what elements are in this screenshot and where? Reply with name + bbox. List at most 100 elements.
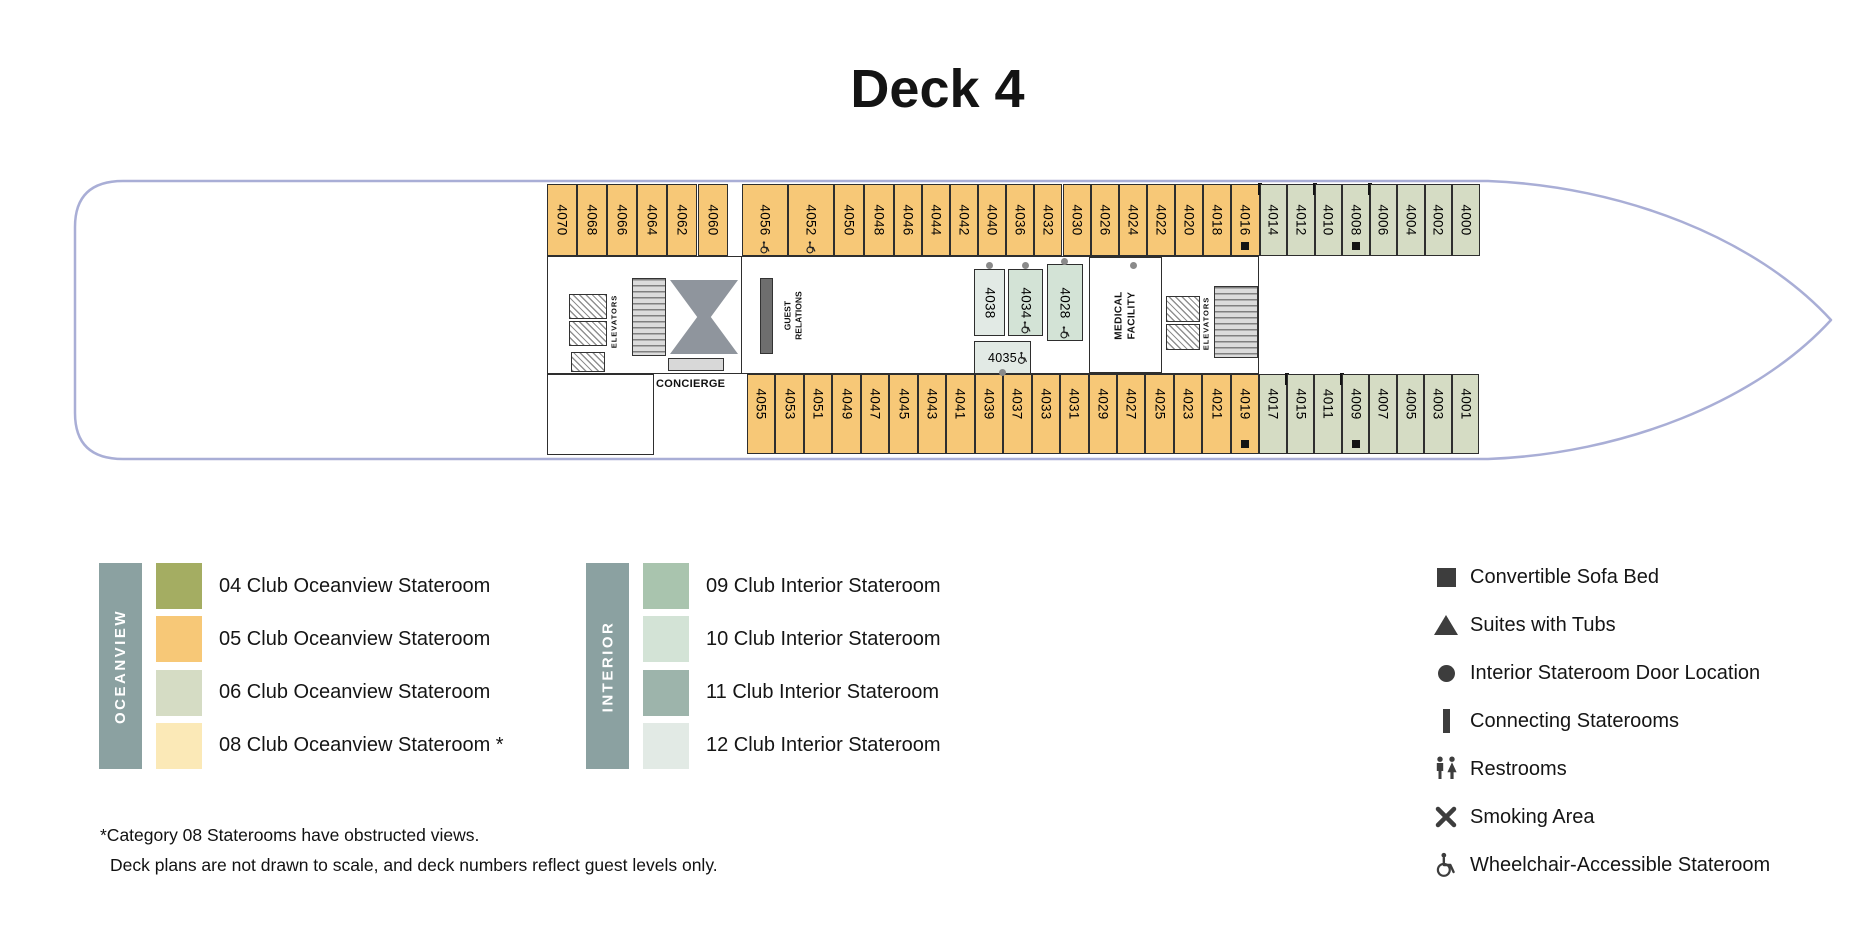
elevator-shaft-icon <box>569 321 607 346</box>
stateroom-number: 4024 <box>1125 204 1141 236</box>
door-location-dot-icon <box>1061 258 1068 265</box>
stateroom-4052: 4052 <box>787 184 834 256</box>
elevators-label-text: ELEVATORS <box>1201 296 1211 350</box>
stateroom-number: 4031 <box>1066 388 1082 420</box>
stateroom-4016: 4016 <box>1231 183 1262 256</box>
legend-symbol-label: Connecting Staterooms <box>1470 709 1680 732</box>
stateroom-4036: 4036 <box>1006 184 1035 256</box>
legend-symbol-row: Convertible Sofa Bed <box>1430 560 1770 594</box>
interior-bar-label: INTERIOR <box>599 620 617 712</box>
stateroom-number: 4025 <box>1152 388 1168 420</box>
interior-category-bar: INTERIOR <box>586 563 629 769</box>
legend-symbol-row: Connecting Staterooms <box>1430 704 1770 738</box>
legend-item-label: 10 Club Interior Stateroom <box>706 627 941 650</box>
stateroom-number: 4006 <box>1375 204 1391 236</box>
elevator-shaft-icon <box>569 294 607 319</box>
stateroom-number: 4039 <box>981 388 997 420</box>
stateroom-number: 4052 <box>803 204 819 236</box>
stateroom-4027: 4027 <box>1116 374 1146 454</box>
stateroom-4020: 4020 <box>1175 184 1204 256</box>
category-swatch <box>643 563 689 609</box>
stateroom-4031: 4031 <box>1060 374 1089 454</box>
stateroom-number: 4012 <box>1293 204 1309 236</box>
category-swatch <box>156 563 202 609</box>
guest-relations-label-text: GUEST RELATIONS <box>782 291 803 341</box>
connecting-stateroom-icon <box>1257 183 1262 195</box>
stateroom-number: 4043 <box>924 388 940 420</box>
door-location-dot-icon <box>999 369 1006 376</box>
page-title: Deck 4 <box>850 59 1025 119</box>
wheelchair-icon <box>1019 321 1032 334</box>
stateroom-number: 4040 <box>984 204 1000 236</box>
stateroom-4042: 4042 <box>949 184 979 256</box>
elevators-label-text: ELEVATORS <box>609 294 619 348</box>
stateroom-4021: 4021 <box>1202 374 1231 454</box>
legend-item: 10 Club Interior Stateroom <box>643 616 941 663</box>
legend-item-label: 05 Club Oceanview Stateroom <box>219 627 491 650</box>
stateroom-4000: 4000 <box>1452 184 1480 256</box>
legend-item: 08 Club Oceanview Stateroom * <box>156 722 504 769</box>
stateroom-4047: 4047 <box>860 374 890 454</box>
legend-item-label: 12 Club Interior Stateroom <box>706 734 941 757</box>
stateroom-number: 4015 <box>1293 388 1309 420</box>
stateroom-number: 4068 <box>584 204 600 236</box>
stateroom-number: 4066 <box>614 204 630 236</box>
legend-item-label: 06 Club Oceanview Stateroom <box>219 681 491 704</box>
stateroom-number: 4014 <box>1265 204 1281 236</box>
stateroom-4012: 4012 <box>1287 183 1317 256</box>
stateroom-4023: 4023 <box>1173 374 1203 454</box>
stateroom-number: 4019 <box>1237 388 1253 420</box>
stateroom-number: 4064 <box>644 204 660 236</box>
stateroom-4002: 4002 <box>1424 184 1453 256</box>
stateroom-4046: 4046 <box>893 184 922 256</box>
stateroom-4055: 4055 <box>747 374 776 454</box>
legend-symbol-label: Convertible Sofa Bed <box>1470 565 1660 588</box>
stateroom-4050: 4050 <box>833 184 864 256</box>
category-swatch <box>156 616 202 663</box>
stateroom-number: 4035 <box>987 350 1018 365</box>
stateroom-4037: 4037 <box>1003 374 1032 454</box>
stateroom-4030: 4030 <box>1062 184 1091 256</box>
stateroom-number: 4053 <box>782 388 798 420</box>
structure-room <box>547 374 654 455</box>
category-swatch <box>643 669 689 716</box>
wheelchair-icon <box>1430 852 1462 878</box>
stateroom-number: 4046 <box>900 204 916 236</box>
stateroom-4019: 4019 <box>1230 374 1260 454</box>
stateroom-4070: 4070 <box>547 184 578 256</box>
stateroom-number: 4032 <box>1040 204 1056 236</box>
medical-facility-label-text: MEDICAL FACILITY <box>1113 290 1137 340</box>
concierge-desk <box>668 358 724 371</box>
stateroom-4060: 4060 <box>697 184 728 256</box>
legend-item-label: 08 Club Oceanview Stateroom * <box>219 734 504 757</box>
stateroom-4035: 4035 <box>974 341 1031 374</box>
stateroom-4044: 4044 <box>921 184 950 256</box>
sofa-bed-icon <box>1241 242 1250 250</box>
legend-item: 05 Club Oceanview Stateroom <box>156 616 504 663</box>
legend-item-label: 11 Club Interior Stateroom <box>706 681 940 704</box>
stateroom-number: 4036 <box>1012 204 1028 236</box>
door-location-dot-icon <box>986 262 993 269</box>
staircase-icon <box>632 278 666 356</box>
stateroom-4024: 4024 <box>1118 184 1147 256</box>
stateroom-number: 4033 <box>1038 388 1054 420</box>
category-swatch <box>643 722 689 769</box>
stateroom-4001: 4001 <box>1451 374 1480 454</box>
stateroom-number: 4004 <box>1403 204 1419 236</box>
stateroom-4015: 4015 <box>1286 374 1315 454</box>
legend-symbol-row: Restrooms <box>1430 752 1770 786</box>
circle-icon <box>1430 664 1462 682</box>
stateroom-number: 4020 <box>1181 204 1197 236</box>
stateroom-number: 4001 <box>1458 388 1474 420</box>
bar-icon <box>1430 709 1462 733</box>
stateroom-number: 4041 <box>952 388 968 420</box>
stateroom-number: 4048 <box>871 204 887 236</box>
restrooms-icon <box>1430 756 1462 782</box>
stateroom-4048: 4048 <box>863 184 894 256</box>
stateroom-4011: 4011 <box>1314 373 1344 454</box>
legend-symbol-row: Suites with Tubs <box>1430 608 1770 642</box>
stateroom-number: 4016 <box>1237 204 1253 236</box>
